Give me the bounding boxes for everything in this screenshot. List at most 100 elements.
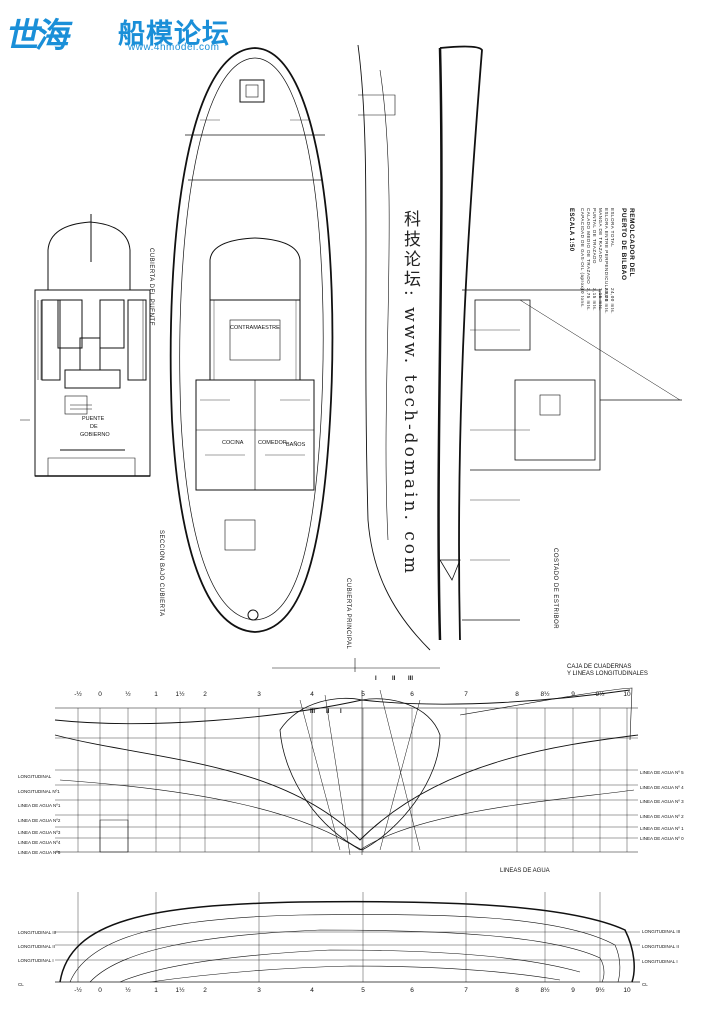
frame-roman-side-1: III: [310, 709, 316, 715]
frame-roman-side-2: II: [326, 709, 330, 715]
station-numbers-top: -½ 0 ½ 1 1½ 2 3 4 5 6 7 8 8½ 9 9½ 10: [74, 690, 631, 698]
site-logo: 世海 船模论坛 www.4hmodel.com: [3, 6, 268, 56]
station-top-11: 8: [515, 691, 519, 698]
hb-right-0: LONGITUDINAL III: [642, 929, 681, 934]
station-top-13: 9: [571, 691, 575, 698]
label-cubierta-del-puente: CUBIERTA DEL PUENTE: [148, 248, 154, 327]
hb-left-2: LONGITUDINAL I: [18, 958, 54, 963]
long-label-4: LINEA DE AGUA Nº3: [18, 830, 61, 835]
title-row-2-label: MANGA DE TRAZADO: [598, 208, 603, 263]
title-row-3-label: PUNTAL DE TRAZADO: [592, 208, 597, 264]
station-bottom-2: ½: [125, 986, 131, 994]
station-top-6: 3: [257, 691, 261, 698]
plan-label-contramaestre: CONTRAMAESTRE: [230, 325, 280, 331]
station-bottom-10: 7: [464, 987, 468, 994]
hb-right-1: LONGITUDINAL II: [642, 944, 679, 949]
title-heading-1: REMOLCADOR DEL: [628, 208, 635, 278]
profile-lines-plan: [54, 687, 639, 856]
wl-label-4: LINEA DE AGUA Nº 1: [640, 826, 684, 831]
station-top-7: 4: [310, 691, 314, 698]
logo-name: 船模论坛: [118, 19, 230, 50]
bridge-label-de: DE: [90, 424, 98, 430]
station-bottom-7: 4: [310, 987, 314, 994]
hb-left-0: LONGITUDINAL III: [18, 930, 57, 935]
wl-label-3: LINEA DE AGUA Nº 2: [640, 813, 684, 819]
station-top-15: 10: [623, 691, 631, 698]
watermark-text: 科技论坛: www. tech-domain. com: [400, 210, 420, 577]
wl-label-1: LINEA DE AGUA Nº 4: [640, 784, 684, 790]
waterline-labels-right: LINEA DE AGUA Nº 5 LINEA DE AGUA Nº 4 LI…: [640, 766, 684, 844]
station-top-12: 8½: [540, 690, 550, 698]
station-bottom-9: 6: [410, 987, 414, 994]
title-row-0-label: ESLORA TOTAL: [610, 208, 615, 248]
station-bottom-1: 0: [98, 987, 102, 994]
station-bottom-3: 1: [154, 987, 158, 994]
label-caja-de-cuadernas: CAJA DE CUADERNAS: [567, 664, 632, 670]
logo-url: www.4hmodel.com: [128, 42, 220, 53]
hb-left-3: CL: [18, 982, 24, 987]
title-row-2-value: 7,15 mts.: [598, 288, 603, 312]
wl-label-5: LINEA DE AGUA Nº 0: [640, 836, 684, 841]
label-cubierta-principal: CUBIERTA PRINCIPAL: [345, 578, 351, 650]
station-bottom-14: 9½: [595, 986, 605, 994]
label-costado-de-estribor: COSTADO DE ESTRIBOR: [552, 548, 558, 630]
title-block: REMOLCADOR DEL PUERTO DE BILBAO ESLORA T…: [560, 208, 640, 314]
bridge-label-puente: PUENTE: [82, 416, 105, 422]
main-deck-plan: [357, 44, 431, 651]
plan-label-comedor: COMEDOR: [258, 440, 287, 446]
station-top-14: 9½: [595, 690, 605, 698]
frame-roman-top-3: III: [408, 676, 414, 682]
station-bottom-8: 5: [361, 987, 365, 994]
station-top-9: 6: [410, 691, 414, 698]
long-label-0: LONGITUDINAL: [18, 774, 52, 779]
bridge-label-gobierno: GOBIERNO: [80, 432, 110, 438]
wl-label-0: LINEA DE AGUA Nº 5: [640, 770, 684, 775]
plan-label-cocina: COCINA: [222, 440, 244, 446]
long-label-1: LONGITUDINAL Nº1: [18, 788, 60, 794]
half-breadth-labels-right: LONGITUDINAL III LONGITUDINAL II LONGITU…: [642, 924, 680, 992]
bridge-deck-plan: [20, 214, 151, 477]
station-top-4: 1½: [175, 690, 185, 698]
frame-roman-top-1: I: [375, 676, 377, 682]
title-row-3-value: 3,15 mts.: [592, 288, 597, 312]
station-bottom-6: 3: [257, 987, 261, 994]
label-lineas-de-agua: LINEAS DE AGUA: [500, 868, 550, 874]
station-bottom-0: -½: [74, 986, 82, 994]
wl-label-2: LINEA DE AGUA Nº 3: [640, 799, 684, 804]
title-row-4-label: CALADO MEDIO DE TRAZADO: [586, 208, 591, 285]
station-top-3: 1: [154, 691, 158, 698]
label-seccion-bajo-cubierta: SECCION BAJO CUBIERTA: [158, 530, 164, 617]
station-bottom-4: 1½: [175, 986, 185, 994]
half-breadth-labels-left: LONGITUDINAL III LONGITUDINAL II LONGITU…: [18, 926, 56, 992]
station-bottom-13: 9: [571, 987, 575, 994]
hb-left-1: LONGITUDINAL II: [18, 944, 55, 949]
starboard-profile: [437, 45, 682, 641]
station-top-1: 0: [98, 691, 102, 698]
long-label-3: LINEA DE AGUA Nº2: [18, 817, 61, 823]
title-row-5-label: CAPACIDAD DE GAS-OIL (aprox): [580, 208, 585, 291]
title-row-1-value: 21,20 mts.: [604, 288, 609, 315]
title-row-5-value: 40 tons.: [580, 288, 585, 309]
longitudinal-labels-left: LONGITUDINAL LONGITUDINAL Nº1 LINEA DE A…: [18, 770, 60, 858]
station-bottom-12: 8½: [540, 986, 550, 994]
title-scale: ESCALA 1:50: [568, 208, 574, 252]
station-top-10: 7: [464, 691, 468, 698]
station-top-0: -½: [74, 690, 82, 698]
label-lineas-longitudinales: Y LINEAS LONGITUDINALES: [567, 671, 648, 677]
title-row-4-value: 2,75 mts.: [586, 288, 591, 312]
half-breadth-plan: [55, 892, 640, 983]
below-deck-plan: [169, 47, 334, 633]
title-heading-2: PUERTO DE BILBAO: [620, 208, 627, 281]
plan-label-banos: BAÑOS: [286, 442, 306, 448]
long-label-5: LINEA DE AGUA Nº4: [18, 840, 61, 845]
station-top-2: ½: [125, 690, 131, 698]
station-top-5: 2: [203, 691, 207, 698]
frame-roman-top-2: II: [392, 676, 396, 682]
station-bottom-15: 10: [623, 987, 631, 994]
title-row-0-value: 24,00 mts.: [610, 288, 615, 315]
station-bottom-5: 2: [203, 987, 207, 994]
frame-roman-side-3: I: [340, 709, 342, 715]
station-top-8: 5: [361, 691, 365, 698]
